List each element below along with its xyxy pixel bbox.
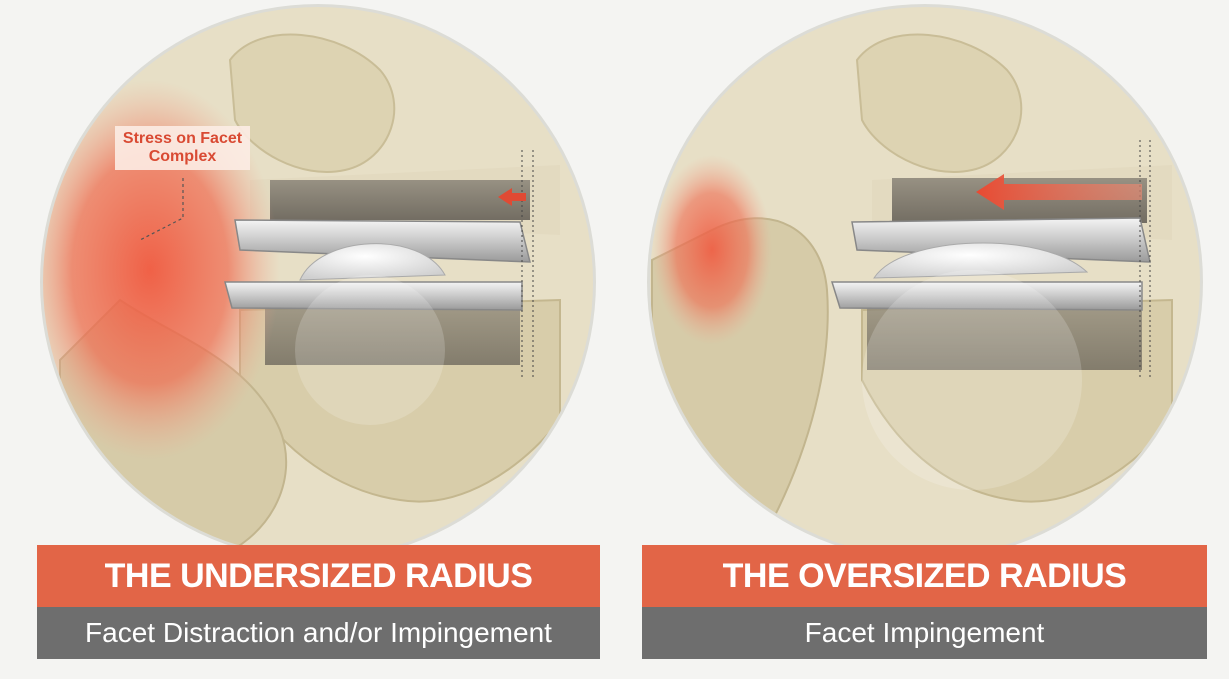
stress-annotation-line-1: Stress on Facet (115, 130, 250, 148)
undersized-illustration (0, 0, 600, 560)
oversized-subtitle: Facet Impingement (642, 607, 1207, 659)
oversized-title: THE OVERSIZED RADIUS (642, 545, 1207, 607)
stress-glow (652, 155, 772, 345)
undersized-title: THE UNDERSIZED RADIUS (37, 545, 600, 607)
panel-undersized: Stress on Facet Complex THE UNDERSIZED R… (0, 0, 600, 679)
upper-porous-endplate (270, 180, 530, 220)
undersized-subtitle: Facet Distraction and/or Impingement (37, 607, 600, 659)
stress-annotation: Stress on Facet Complex (115, 126, 250, 170)
panel-oversized: THE OVERSIZED RADIUS Facet Impingement (612, 0, 1212, 679)
stress-annotation-line-2: Complex (115, 148, 250, 166)
oversized-illustration (612, 0, 1212, 560)
